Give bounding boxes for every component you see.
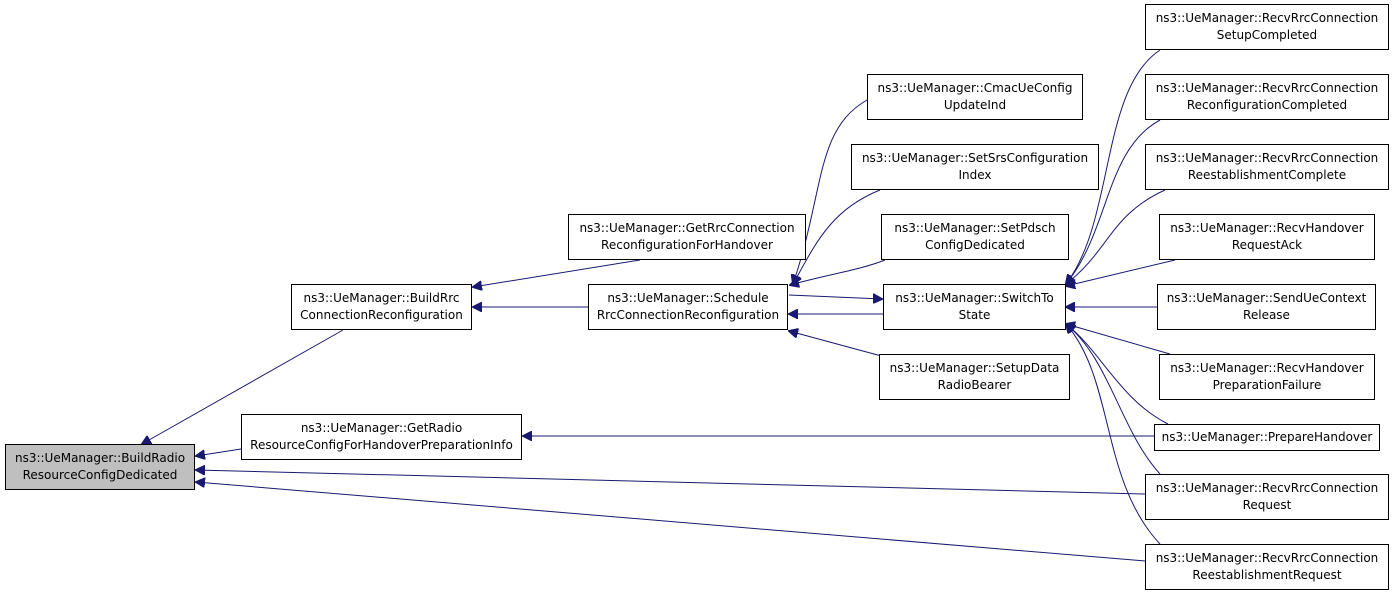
node-label-line2: Request xyxy=(1242,498,1292,512)
node-label-line1: ns3::UeManager::SetSrsConfiguration xyxy=(861,151,1089,165)
node-prepare-ho[interactable]: ns3::UeManager::PrepareHandover xyxy=(1154,424,1380,451)
node-label-line2: ReestablishmentComplete xyxy=(1187,168,1347,182)
node-setup-data[interactable]: ns3::UeManager::SetupData RadioBearer xyxy=(879,354,1070,400)
edge-recv-setup-to-switch-to xyxy=(1066,49,1161,284)
node-send-ue-ctx[interactable]: ns3::UeManager::SendUeContext Release xyxy=(1157,284,1376,330)
node-label-line1: ns3::UeManager::RecvRrcConnection xyxy=(1155,11,1379,25)
edge-recv-request-to-switch-to xyxy=(1066,324,1161,475)
edge-recv-reconf-to-switch-to xyxy=(1066,119,1161,284)
node-recv-setup[interactable]: ns3::UeManager::RecvRrcConnection SetupC… xyxy=(1145,4,1389,50)
node-label-line1: ns3::UeManager::SetPdsch xyxy=(894,221,1056,235)
edge-recv-ho-ack-to-switch-to xyxy=(1066,259,1176,286)
node-label-line1: ns3::UeManager::GetRadio xyxy=(300,421,463,435)
node-label-line2: ConnectionReconfiguration xyxy=(300,308,463,322)
node-label-line1: ns3::UeManager::PrepareHandover xyxy=(1161,430,1373,444)
node-cmac[interactable]: ns3::UeManager::CmacUeConfig UpdateInd xyxy=(867,74,1083,120)
node-label-line2: ReestablishmentRequest xyxy=(1192,568,1342,582)
node-label-line2: UpdateInd xyxy=(943,98,1007,112)
node-recv-reest-request[interactable]: ns3::UeManager::RecvRrcConnection Reesta… xyxy=(1145,544,1389,590)
node-set-pdsch[interactable]: ns3::UeManager::SetPdsch ConfigDedicated xyxy=(881,214,1069,260)
node-label-line1: ns3::UeManager::BuildRrc xyxy=(303,291,460,305)
node-set-srs[interactable]: ns3::UeManager::SetSrsConfiguration Inde… xyxy=(851,144,1099,190)
node-label-line1: ns3::UeManager::RecvRrcConnection xyxy=(1155,481,1379,495)
edge-setup-data-to-schedule xyxy=(789,331,886,358)
node-recv-reconf[interactable]: ns3::UeManager::RecvRrcConnection Reconf… xyxy=(1145,74,1389,120)
node-label-line2: ResourceConfigDedicated xyxy=(22,468,178,482)
edge-build-rrc-to-build-radio xyxy=(142,329,344,444)
node-label-line1: ns3::UeManager::BuildRadio xyxy=(14,451,186,465)
node-schedule[interactable]: ns3::UeManager::Schedule RrcConnectionRe… xyxy=(588,284,788,330)
node-label-line2: RrcConnectionReconfiguration xyxy=(596,308,780,322)
node-label-line2: RadioBearer xyxy=(937,378,1012,392)
node-recv-ho-ack[interactable]: ns3::UeManager::RecvHandover RequestAck xyxy=(1159,214,1375,260)
node-switch-to[interactable]: ns3::UeManager::SwitchTo State xyxy=(883,284,1066,330)
edge-recv-reest-request-to-build-radio xyxy=(196,482,1146,562)
node-get-radio[interactable]: ns3::UeManager::GetRadio ResourceConfigF… xyxy=(241,414,522,460)
edge-recv-reest-request-to-switch-to xyxy=(1066,324,1161,545)
node-label-line1: ns3::UeManager::CmacUeConfig xyxy=(877,81,1073,95)
node-build-radio: ns3::UeManager::BuildRadio ResourceConfi… xyxy=(5,444,195,490)
node-label-line2: State xyxy=(958,308,991,322)
node-label-line2: ReconfigurationCompleted xyxy=(1186,98,1348,112)
node-label-line2: ConfigDedicated xyxy=(925,238,1025,252)
node-label-line2: ResourceConfigForHandoverPreparationInfo xyxy=(250,438,513,452)
edge-schedule-to-switch-to xyxy=(788,295,882,299)
node-label-line2: ReconfigurationForHandover xyxy=(601,238,773,252)
edge-recv-ho-fail-to-switch-to xyxy=(1066,324,1171,355)
node-build-rrc[interactable]: ns3::UeManager::BuildRrc ConnectionRecon… xyxy=(291,284,472,330)
node-label-line1: ns3::UeManager::SetupData xyxy=(889,361,1060,375)
edge-set-srs-to-schedule xyxy=(793,189,881,284)
node-label-line2: Release xyxy=(1243,308,1290,322)
node-label-line1: ns3::UeManager::GetRrcConnection xyxy=(579,221,795,235)
node-recv-request[interactable]: ns3::UeManager::RecvRrcConnection Reques… xyxy=(1145,474,1389,520)
node-recv-reest-complete[interactable]: ns3::UeManager::RecvRrcConnection Reesta… xyxy=(1145,144,1389,190)
node-label-line2: Index xyxy=(958,168,992,182)
edge-get-rrc-to-build-rrc xyxy=(473,259,641,287)
edge-get-radio-to-build-radio xyxy=(196,448,242,456)
node-label-line2: PreparationFailure xyxy=(1212,378,1322,392)
node-label-line1: ns3::UeManager::RecvRrcConnection xyxy=(1155,81,1379,95)
node-label-line1: ns3::UeManager::SendUeContext xyxy=(1166,291,1367,305)
edge-set-pdsch-to-schedule xyxy=(790,259,886,285)
node-label-line2: SetupCompleted xyxy=(1216,28,1318,42)
node-label-line2: RequestAck xyxy=(1231,238,1303,252)
node-label-line1: ns3::UeManager::SwitchTo xyxy=(895,291,1054,305)
node-label-line1: ns3::UeManager::RecvHandover xyxy=(1170,221,1364,235)
node-label-line1: ns3::UeManager::RecvHandover xyxy=(1170,361,1364,375)
node-label-line1: ns3::UeManager::RecvRrcConnection xyxy=(1155,151,1379,165)
edge-recv-request-to-build-radio xyxy=(196,470,1146,495)
node-get-rrc[interactable]: ns3::UeManager::GetRrcConnection Reconfi… xyxy=(568,214,806,260)
edge-recv-reest-complete-to-switch-to xyxy=(1066,189,1166,284)
node-recv-ho-fail[interactable]: ns3::UeManager::RecvHandover Preparation… xyxy=(1159,354,1375,400)
node-label-line1: ns3::UeManager::RecvRrcConnection xyxy=(1155,551,1379,565)
node-label-line1: ns3::UeManager::Schedule xyxy=(607,291,769,305)
